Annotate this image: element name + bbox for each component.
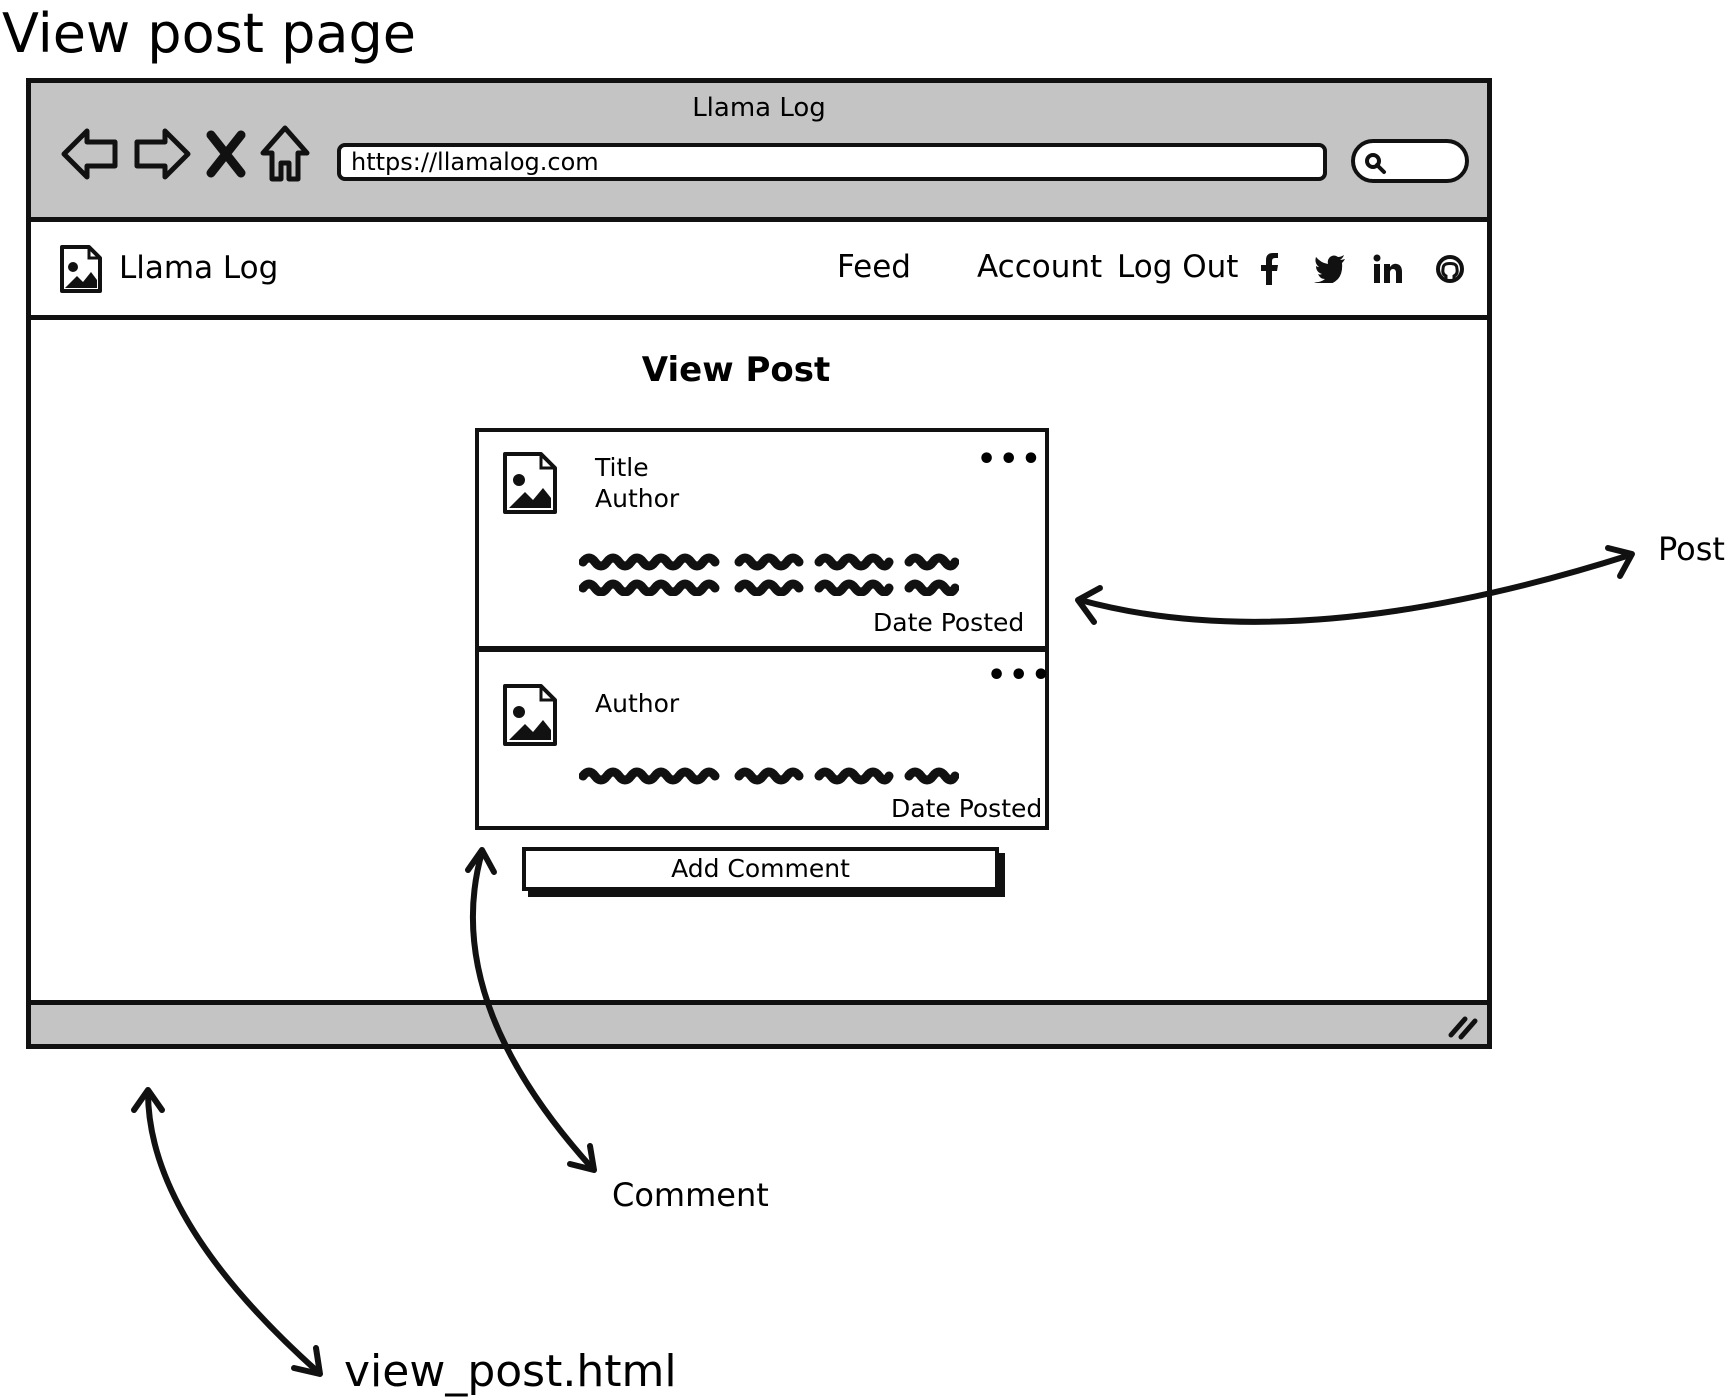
linkedin-icon[interactable] — [1371, 252, 1405, 286]
comment-arrowhead-top — [465, 847, 497, 875]
resize-grip-icon[interactable] — [1445, 1011, 1479, 1041]
post-label: Post — [1658, 530, 1725, 568]
browser-status-bar — [31, 1000, 1487, 1044]
home-icon[interactable] — [259, 123, 311, 185]
comment-card: Author ••• Date Posted — [475, 648, 1051, 830]
app-header: Llama Log Feed Account Log Out — [31, 222, 1487, 320]
search-box[interactable] — [1351, 139, 1469, 183]
nav-account[interactable]: Account — [977, 249, 1103, 285]
brand-name[interactable]: Llama Log — [119, 250, 279, 286]
github-icon[interactable] — [1433, 252, 1467, 286]
file-arrowhead-bottom — [291, 1345, 323, 1377]
comment-image-icon — [503, 684, 557, 746]
post-card: Title Author ••• Date Posted — [475, 428, 1049, 650]
nav-logout[interactable]: Log Out — [1117, 249, 1239, 285]
nav-feed[interactable]: Feed — [837, 249, 911, 285]
post-date: Date Posted — [873, 608, 1025, 637]
post-arrowhead-right — [1605, 545, 1635, 579]
file-arrow — [145, 1089, 321, 1375]
stop-icon[interactable] — [203, 123, 249, 185]
comment-more-icon[interactable]: ••• — [987, 658, 1054, 693]
comment-body-scribble — [579, 767, 959, 785]
content-heading: View Post — [641, 350, 831, 390]
post-author[interactable]: Author — [595, 484, 680, 513]
browser-toolbar: Llama Log https://llamalog.com — [31, 83, 1487, 222]
facebook-icon[interactable] — [1253, 252, 1287, 286]
comment-label: Comment — [612, 1176, 769, 1214]
comment-date: Date Posted — [891, 794, 1043, 823]
file-arrowhead-top — [131, 1087, 165, 1113]
window-title: Llama Log — [692, 93, 826, 123]
post-arrowhead-left — [1075, 585, 1103, 625]
url-bar[interactable]: https://llamalog.com — [337, 143, 1327, 181]
post-image-icon — [503, 452, 557, 514]
post-arrow — [1077, 552, 1633, 625]
logo-image-icon — [60, 245, 102, 293]
forward-arrow-icon[interactable] — [131, 123, 193, 185]
post-title: Title — [595, 453, 649, 482]
twitter-icon[interactable] — [1313, 252, 1347, 286]
file-label: view_post.html — [344, 1346, 677, 1397]
add-comment-button[interactable]: Add Comment — [522, 847, 999, 891]
back-arrow-icon[interactable] — [59, 123, 121, 185]
comment-arrow — [469, 849, 595, 1171]
page-title: View post page — [2, 2, 416, 65]
comment-author[interactable]: Author — [595, 689, 680, 718]
comment-arrowhead-bottom — [567, 1143, 597, 1173]
post-more-icon[interactable]: ••• — [977, 442, 1044, 477]
post-body-scribble — [579, 553, 959, 596]
search-icon — [1365, 153, 1386, 174]
